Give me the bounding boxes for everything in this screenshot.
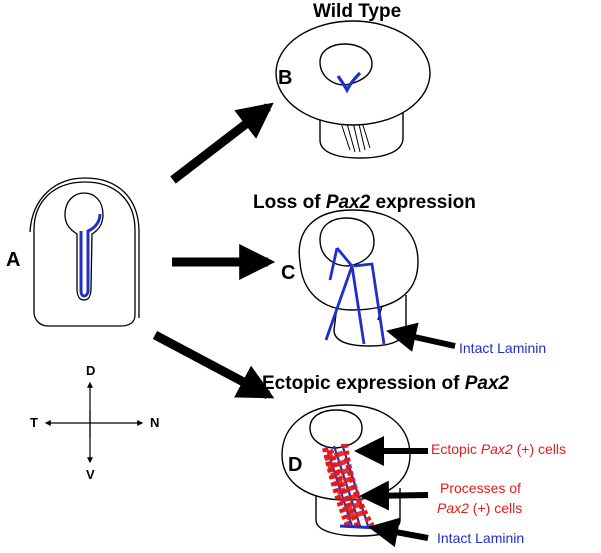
panel-label-c: C xyxy=(281,262,296,284)
ectopic-title-gene: Pax2 xyxy=(464,373,510,394)
processes-label-gene: Pax2 xyxy=(437,500,469,516)
arrow-to-ectopic xyxy=(152,331,275,399)
ectopic-label-prefix: Ectopic xyxy=(431,441,481,457)
panel-label-b: B xyxy=(278,67,293,89)
panel-label-d: D xyxy=(288,454,303,476)
loss-title-gene: Pax2 xyxy=(325,192,371,213)
ectopic-expression-title: Ectopic expression of Pax2 xyxy=(262,373,509,395)
intact-laminin-label-d: Intact Laminin xyxy=(437,530,525,546)
compass-dorsal: D xyxy=(86,363,96,378)
processes-label-line1: Processes of xyxy=(440,480,521,496)
ectopic-title-prefix: Ectopic expression of xyxy=(262,373,465,394)
panel-a-drawing xyxy=(29,177,140,327)
panel-b-drawing xyxy=(275,20,431,159)
panel-a-laminin xyxy=(79,213,102,298)
compass-temporal: T xyxy=(30,415,38,430)
arrow-to-wild-type xyxy=(170,102,274,184)
ectopic-label-gene: Pax2 xyxy=(480,441,513,457)
panel-c-laminin xyxy=(324,247,386,345)
orientation-compass xyxy=(44,381,144,464)
intact-laminin-label-c: Intact Laminin xyxy=(459,340,547,356)
loss-title-prefix: Loss of xyxy=(253,192,326,213)
processes-label-line2: Pax2 (+) cells xyxy=(437,500,522,516)
processes-label-suffix: (+) cells xyxy=(468,500,523,516)
ectopic-pax2-cells-label: Ectopic Pax2 (+) cells xyxy=(431,441,566,457)
pointer-intact-laminin-c xyxy=(386,322,456,352)
compass-nasal: N xyxy=(150,415,160,430)
panel-d-ectopic-cells xyxy=(322,443,379,530)
loss-of-pax2-title: Loss of Pax2 expression xyxy=(253,192,476,214)
panel-b-laminin xyxy=(336,71,362,94)
pointer-intact-laminin-d xyxy=(368,517,429,548)
compass-ventral: V xyxy=(86,467,95,482)
panel-c-drawing xyxy=(298,209,419,347)
wild-type-title: Wild Type xyxy=(313,1,402,22)
panel-label-a: A xyxy=(6,249,21,271)
loss-title-suffix: expression xyxy=(370,192,476,213)
ectopic-label-suffix: (+) cells xyxy=(512,441,567,457)
pointer-processes xyxy=(359,480,429,511)
